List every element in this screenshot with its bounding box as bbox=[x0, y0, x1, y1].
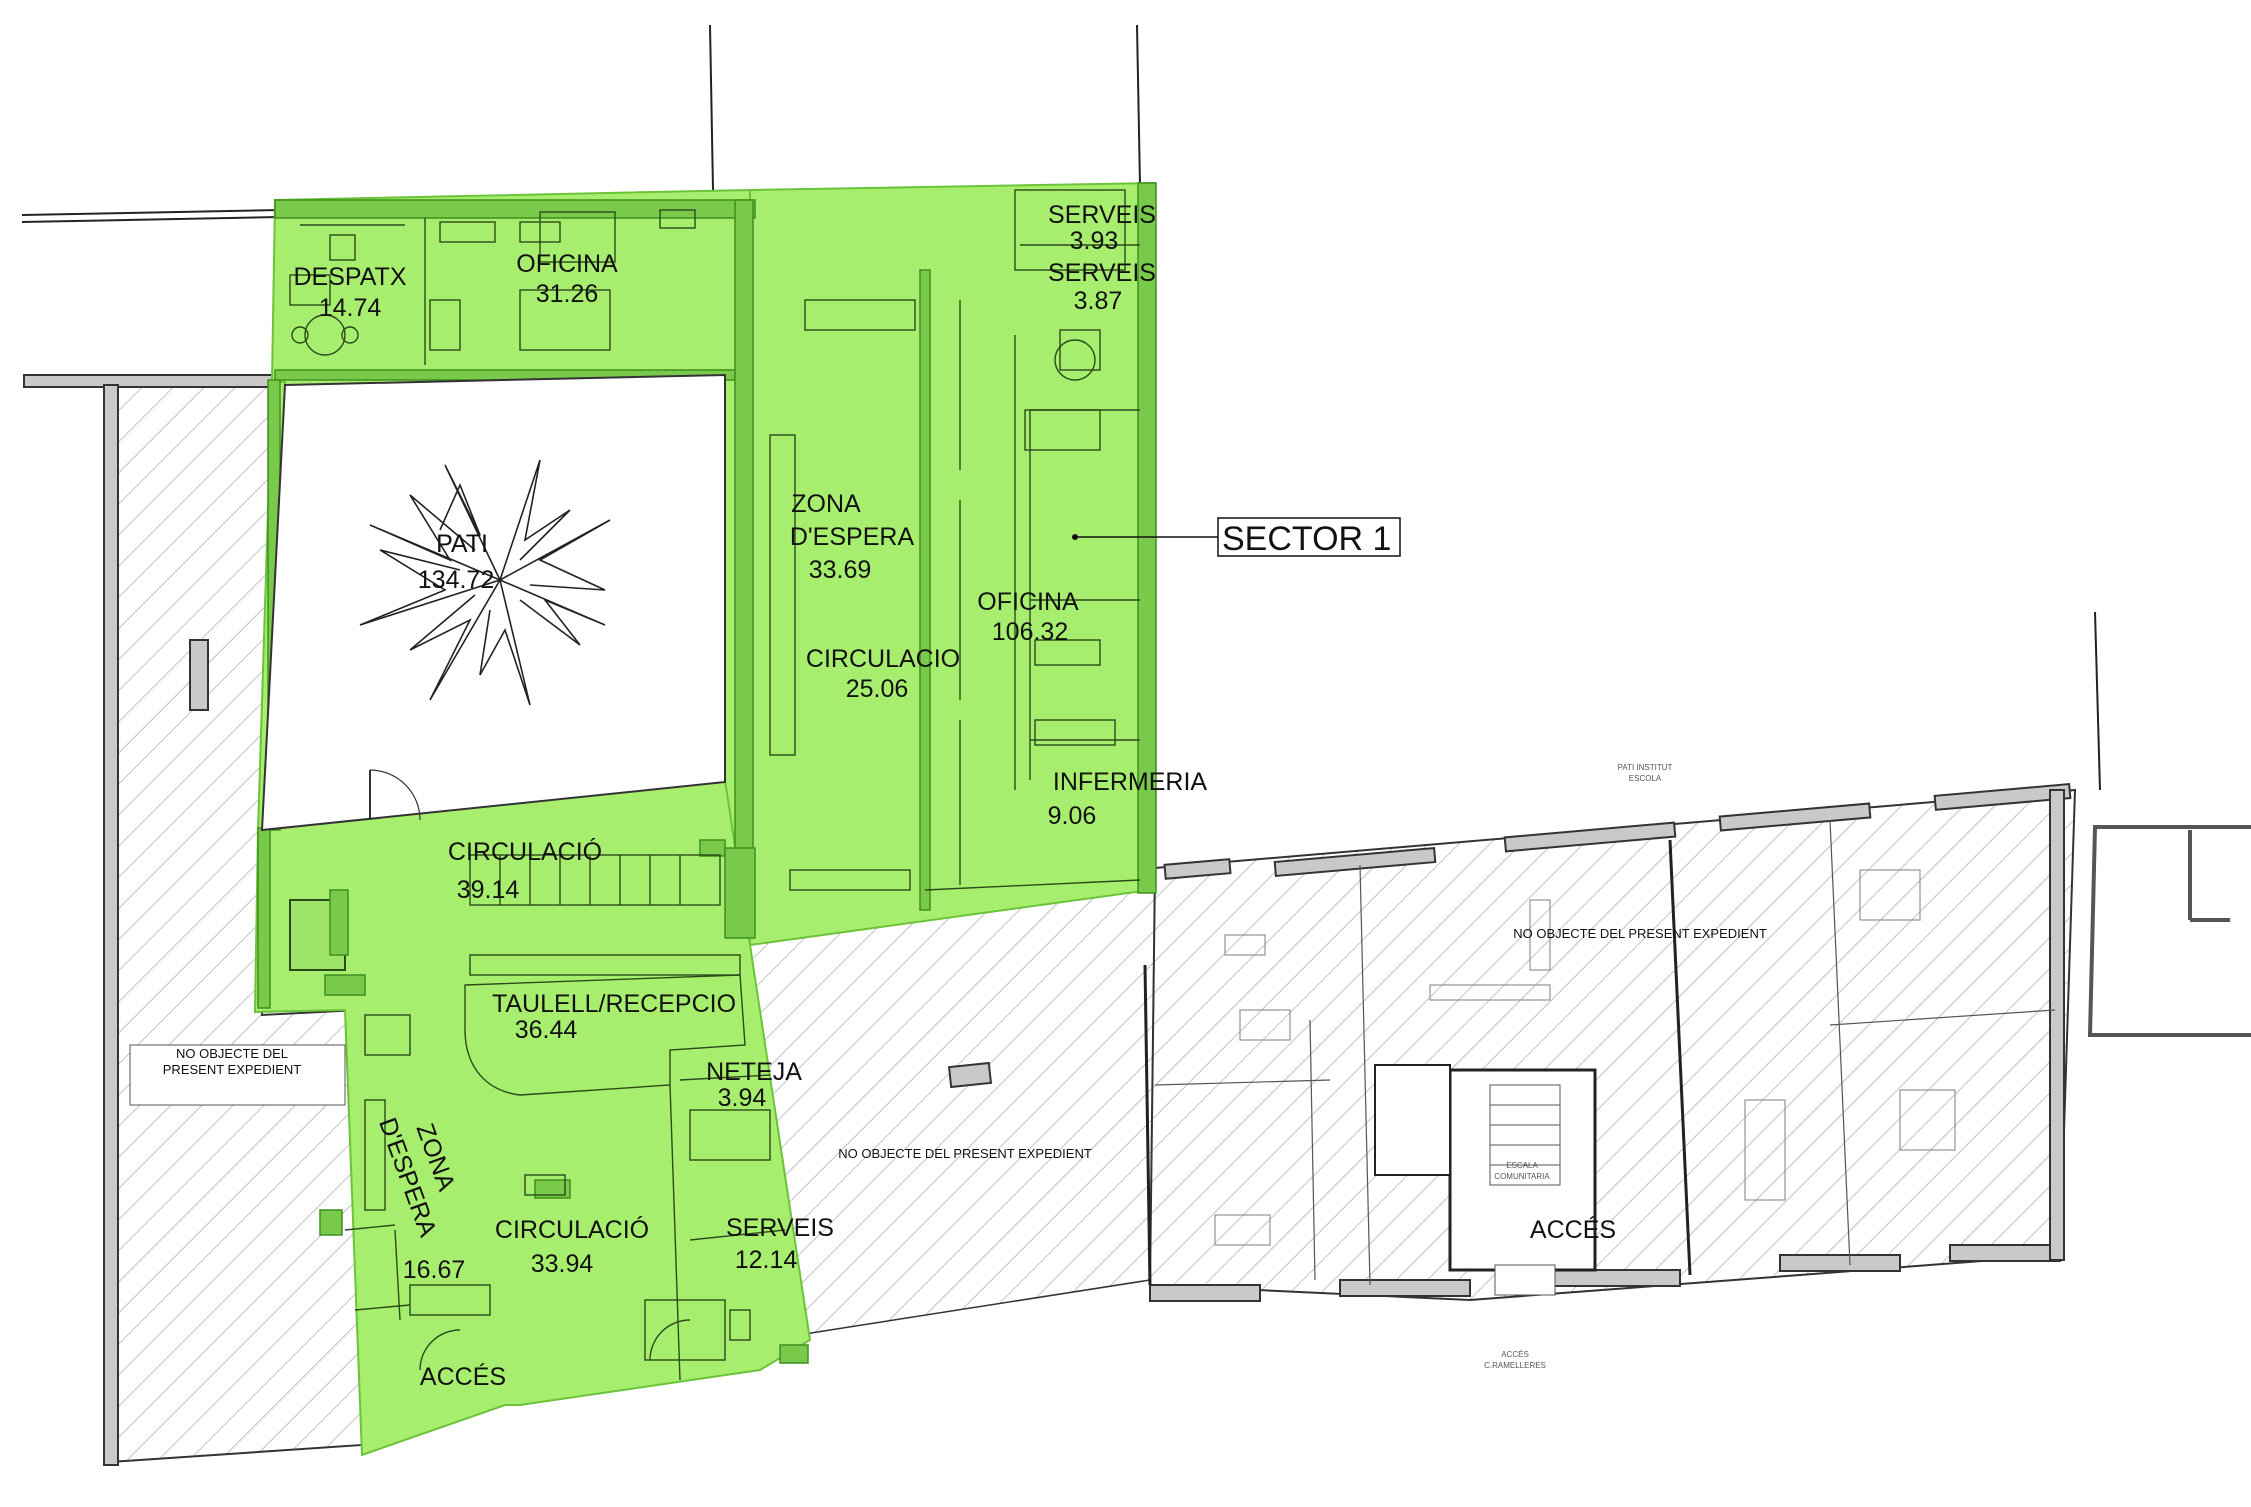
room-circulacio-2: CIRCULACIÓ 39.14 bbox=[448, 837, 602, 904]
svg-text:NO OBJECTE DEL: NO OBJECTE DEL bbox=[176, 1046, 288, 1061]
svg-text:ESCALA: ESCALA bbox=[1506, 1161, 1538, 1170]
svg-text:SERVEIS: SERVEIS bbox=[1048, 259, 1156, 287]
note-left: NO OBJECTE DEL PRESENT EXPEDIENT bbox=[163, 1046, 302, 1077]
svg-text:25.06: 25.06 bbox=[846, 675, 909, 703]
sector-1-callout: SECTOR 1 bbox=[1072, 517, 1401, 558]
svg-text:TAULELL/RECEPCIO: TAULELL/RECEPCIO bbox=[492, 990, 736, 1018]
svg-text:14.74: 14.74 bbox=[319, 294, 382, 322]
svg-text:OFICINA: OFICINA bbox=[516, 250, 618, 278]
room-serveis-3: SERVEIS 12.14 bbox=[726, 1214, 834, 1274]
svg-text:SERVEIS: SERVEIS bbox=[1048, 201, 1156, 229]
svg-text:39.14: 39.14 bbox=[457, 876, 520, 904]
right-neighbour-block bbox=[1143, 783, 2077, 1302]
room-labels: DESPATX 14.74 OFICINA 31.26 SERVEIS 3.93… bbox=[294, 201, 1617, 1391]
pati-courtyard bbox=[260, 373, 726, 832]
svg-text:36.44: 36.44 bbox=[515, 1016, 578, 1044]
room-circulacio-3: CIRCULACIÓ 33.94 bbox=[495, 1215, 649, 1278]
room-pati: PATI 134.72 bbox=[418, 530, 494, 594]
svg-text:SERVEIS: SERVEIS bbox=[726, 1214, 834, 1242]
room-acces-2: ACCÉS bbox=[1530, 1215, 1616, 1244]
room-zona-espera-1: ZONA D'ESPERA 33.69 bbox=[790, 490, 915, 584]
room-neteja: NETEJA 3.94 bbox=[706, 1058, 802, 1112]
room-acces-1: ACCÉS bbox=[420, 1362, 506, 1391]
svg-text:D'ESPERA: D'ESPERA bbox=[790, 523, 915, 551]
svg-text:16.67: 16.67 bbox=[403, 1256, 466, 1284]
right-edge-building bbox=[2087, 825, 2251, 1037]
svg-text:ESCOLA: ESCOLA bbox=[1629, 774, 1662, 783]
svg-text:ACCÉS: ACCÉS bbox=[1530, 1215, 1616, 1244]
svg-text:3.93: 3.93 bbox=[1070, 227, 1119, 255]
svg-text:CIRCULACIÓ: CIRCULACIÓ bbox=[448, 837, 602, 866]
room-despatx: DESPATX 14.74 bbox=[294, 263, 407, 322]
svg-text:CIRCULACIÓ: CIRCULACIÓ bbox=[495, 1215, 649, 1244]
room-infermeria: INFERMERIA 9.06 bbox=[1048, 768, 1208, 830]
note-center: NO OBJECTE DEL PRESENT EXPEDIENT bbox=[838, 1146, 1092, 1161]
svg-text:3.87: 3.87 bbox=[1074, 287, 1123, 315]
svg-text:PRESENT EXPEDIENT: PRESENT EXPEDIENT bbox=[163, 1062, 302, 1077]
sector-1-area bbox=[253, 181, 1157, 1457]
svg-text:ACCÉS: ACCÉS bbox=[1501, 1350, 1529, 1359]
sector-1-label: SECTOR 1 bbox=[1222, 520, 1391, 558]
note-pati-institut: PATI INSTITUT ESCOLA bbox=[1618, 763, 1673, 783]
left-neighbour-block bbox=[23, 374, 364, 1466]
svg-text:PATI: PATI bbox=[436, 530, 488, 558]
scope-notes: NO OBJECTE DEL PRESENT EXPEDIENT NO OBJE… bbox=[163, 763, 1767, 1370]
pati-star-decoration bbox=[359, 459, 611, 706]
note-escala: ESCALA COMUNITARIA bbox=[1494, 1161, 1550, 1181]
svg-text:NETEJA: NETEJA bbox=[706, 1058, 802, 1086]
svg-text:33.94: 33.94 bbox=[531, 1250, 594, 1278]
svg-text:CIRCULACIO: CIRCULACIO bbox=[806, 645, 960, 673]
svg-text:PATI INSTITUT: PATI INSTITUT bbox=[1618, 763, 1673, 772]
svg-text:ZONA: ZONA bbox=[791, 490, 861, 518]
svg-text:DESPATX: DESPATX bbox=[294, 263, 407, 291]
svg-text:INFERMERIA: INFERMERIA bbox=[1053, 768, 1208, 796]
boundary-lines bbox=[21, 24, 2101, 791]
note-right: NO OBJECTE DEL PRESENT EXPEDIENT bbox=[1513, 926, 1767, 941]
room-oficina-top: OFICINA 31.26 bbox=[516, 250, 618, 308]
room-serveis-1: SERVEIS 3.93 bbox=[1048, 201, 1156, 255]
svg-text:33.69: 33.69 bbox=[809, 556, 872, 584]
sector-interior bbox=[289, 189, 1141, 1381]
svg-text:COMUNITARIA: COMUNITARIA bbox=[1494, 1172, 1550, 1181]
svg-text:OFICINA: OFICINA bbox=[977, 588, 1079, 616]
svg-text:ACCÉS: ACCÉS bbox=[420, 1362, 506, 1391]
svg-text:C.RAMELLERES: C.RAMELLERES bbox=[1484, 1361, 1546, 1370]
svg-text:134.72: 134.72 bbox=[418, 566, 494, 594]
svg-text:31.26: 31.26 bbox=[536, 280, 599, 308]
svg-text:3.94: 3.94 bbox=[718, 1084, 767, 1112]
note-acces-street: ACCÉS C.RAMELLERES bbox=[1484, 1350, 1546, 1370]
room-oficina-big: OFICINA 106.32 bbox=[977, 588, 1079, 646]
room-serveis-2: SERVEIS 3.87 bbox=[1048, 259, 1156, 315]
svg-text:12.14: 12.14 bbox=[735, 1246, 798, 1274]
svg-text:9.06: 9.06 bbox=[1048, 802, 1097, 830]
room-taulell-recepcio: TAULELL/RECEPCIO 36.44 bbox=[492, 990, 736, 1044]
room-circulacio-1: CIRCULACIO 25.06 bbox=[806, 645, 960, 703]
svg-text:106.32: 106.32 bbox=[992, 618, 1068, 646]
